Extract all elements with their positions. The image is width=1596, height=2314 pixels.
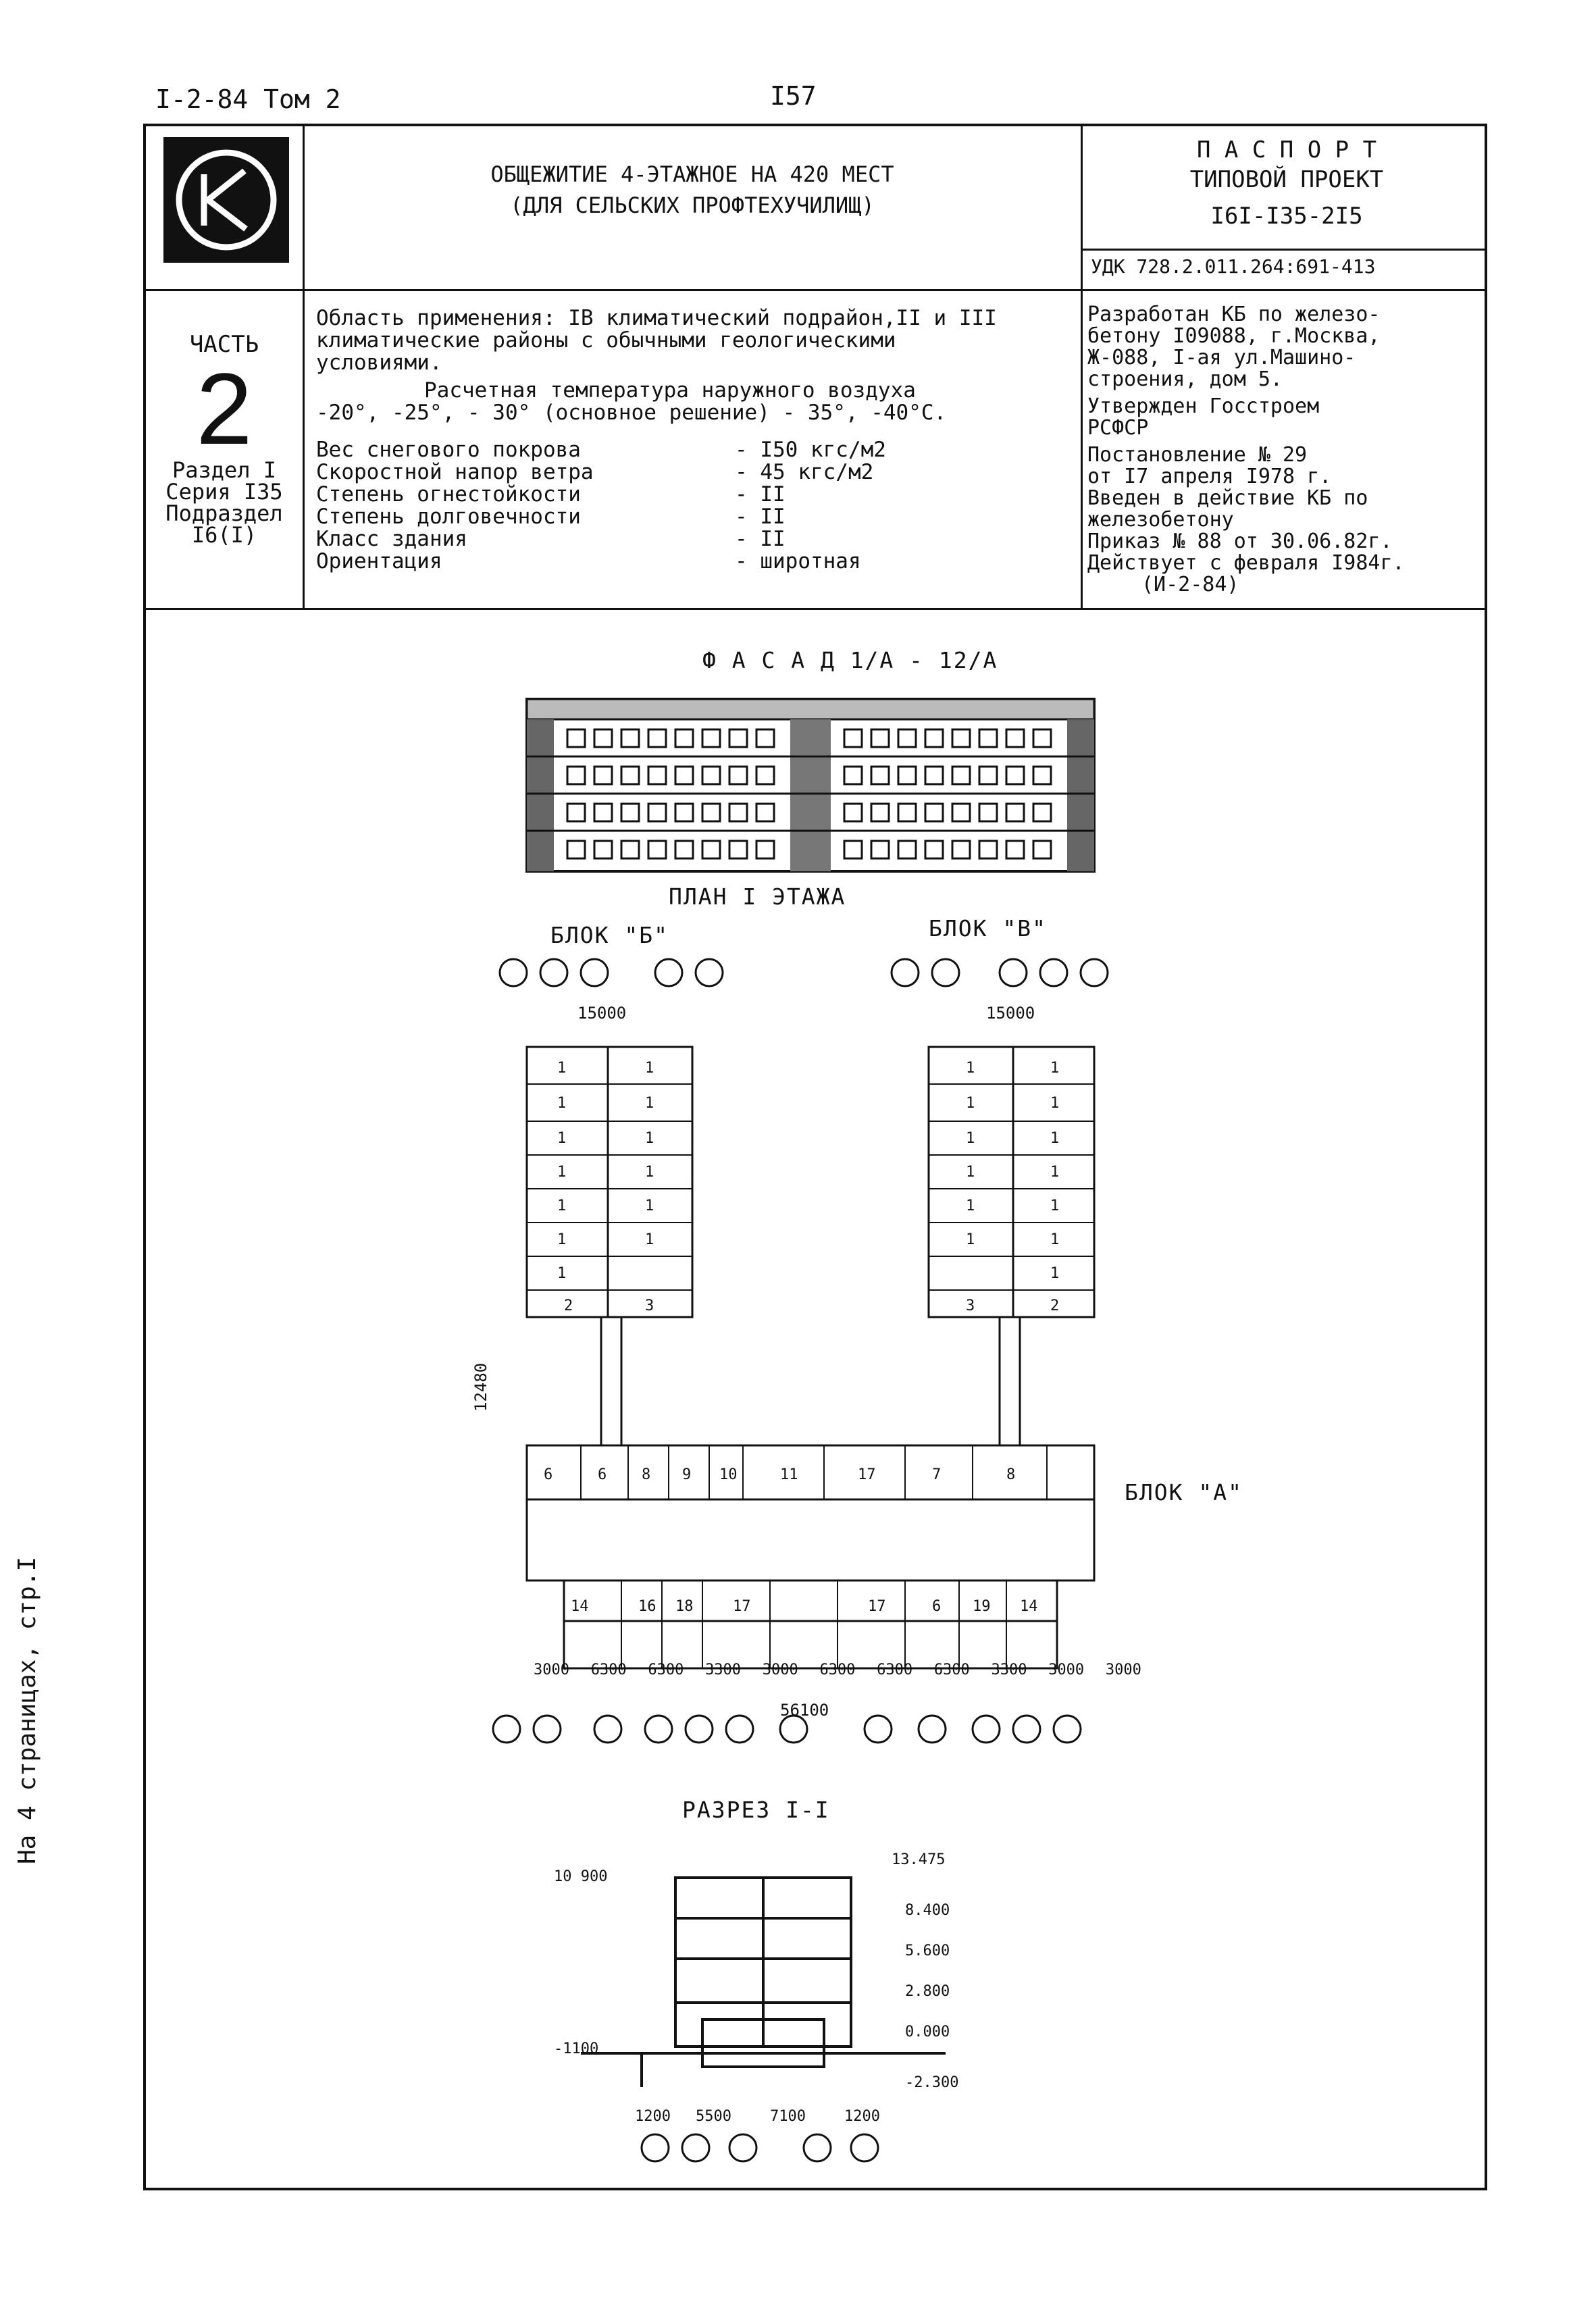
svg-text:1: 1 xyxy=(1050,1130,1059,1147)
svg-text:9: 9 xyxy=(682,1466,691,1483)
block-b-label: БЛОК "Б" xyxy=(550,922,669,948)
svg-text:1: 1 xyxy=(557,1060,566,1077)
svg-text:2: 2 xyxy=(564,1297,573,1314)
level-13475: 13.475 xyxy=(892,1851,945,1868)
doc-ref: I-2-84 Том 2 xyxy=(155,84,341,114)
udk-code: УДК 728.2.011.264:691-413 xyxy=(1091,255,1376,278)
svg-text:19: 19 xyxy=(973,1598,991,1615)
svg-text:11: 11 xyxy=(780,1466,798,1483)
temp-line-1: Расчетная температура наружного воздуха xyxy=(424,378,916,403)
svg-text:1: 1 xyxy=(645,1060,654,1077)
svg-text:1: 1 xyxy=(1050,1164,1059,1181)
plan-title: ПЛАН I ЭТАЖА xyxy=(669,883,846,910)
passport-subtitle: ТИПОВОЙ ПРОЕКТ xyxy=(1189,166,1384,193)
svg-text:1: 1 xyxy=(1050,1060,1059,1077)
svg-text:17: 17 xyxy=(733,1598,751,1615)
svg-text:3: 3 xyxy=(645,1297,654,1314)
svg-text:1: 1 xyxy=(645,1095,654,1112)
block-v-label: БЛОК "В" xyxy=(929,915,1047,942)
section-dim-4: 1200 xyxy=(844,2108,880,2125)
level-5600: 5.600 xyxy=(905,1943,950,1959)
application-line-3: условиями. xyxy=(316,351,442,375)
part-number: 2 xyxy=(196,352,253,465)
svg-text:8: 8 xyxy=(1006,1466,1015,1483)
section-dim-3: 7100 xyxy=(770,2108,806,2125)
svg-text:1: 1 xyxy=(557,1198,566,1214)
plan-dim-12480: 12480 xyxy=(471,1363,490,1412)
svg-text:1: 1 xyxy=(966,1231,975,1248)
developer-block: Разработан КБ по железо- бетону I09088, … xyxy=(1087,303,1405,596)
passport-title: П А С П О Р Т xyxy=(1196,136,1377,163)
block-a-label: БЛОК "А" xyxy=(1125,1479,1243,1506)
svg-text:2: 2 xyxy=(1050,1297,1059,1314)
svg-text:1: 1 xyxy=(557,1231,566,1248)
section-line-4: I6(I) xyxy=(191,522,257,548)
svg-text:1: 1 xyxy=(645,1231,654,1248)
level-minus-2300: -2.300 xyxy=(905,2074,958,2091)
level-minus-1100: -1100 xyxy=(554,2040,598,2057)
section-line-1: Раздел I xyxy=(172,457,277,483)
svg-text:6: 6 xyxy=(544,1466,552,1483)
level-10900: 10 900 xyxy=(554,1868,607,1885)
page-number: I57 xyxy=(770,81,817,111)
svg-text:1: 1 xyxy=(557,1130,566,1147)
section-dim-2: 5500 xyxy=(696,2108,731,2125)
application-line-2: климатические районы с обычными геологич… xyxy=(316,328,896,353)
svg-text:1: 1 xyxy=(1050,1265,1059,1282)
section-dim-1: 1200 xyxy=(635,2108,671,2125)
svg-text:1: 1 xyxy=(645,1164,654,1181)
svg-text:18: 18 xyxy=(675,1598,694,1615)
section-line-2: Серия I35 xyxy=(165,479,283,505)
svg-text:1: 1 xyxy=(966,1164,975,1181)
facade-title: Ф А С А Д 1/А - 12/А xyxy=(702,647,998,673)
svg-text:8: 8 xyxy=(642,1466,650,1483)
sk-logo xyxy=(163,137,289,263)
svg-text:17: 17 xyxy=(868,1598,886,1615)
svg-text:10: 10 xyxy=(719,1466,738,1483)
level-0000: 0.000 xyxy=(905,2024,950,2040)
plan-dim-15000-v: 15000 xyxy=(986,1004,1035,1023)
svg-text:7: 7 xyxy=(932,1466,941,1483)
plan-dim-15000-b: 15000 xyxy=(577,1004,626,1023)
section-title: РАЗРЕЗ I-I xyxy=(682,1797,830,1823)
svg-text:17: 17 xyxy=(858,1466,876,1483)
application-line-1: Область применения: IВ климатический под… xyxy=(316,306,997,330)
project-code: I6I-I35-2I5 xyxy=(1210,203,1363,230)
level-2800: 2.800 xyxy=(905,1983,950,2000)
section-drawing: 13.475 10 900 8.400 5.600 2.800 0.000 -1… xyxy=(540,1830,986,2171)
svg-text:1: 1 xyxy=(966,1198,975,1214)
building-title-line2: (ДЛЯ СЕЛЬСКИХ ПРОФТЕХУЧИЛИЩ) xyxy=(510,192,875,218)
temp-line-2: -20°, -25°, - 30° (основное решение) - 3… xyxy=(316,401,947,425)
svg-text:1: 1 xyxy=(557,1164,566,1181)
svg-text:6: 6 xyxy=(598,1466,607,1483)
params-table: Вес снегового покрова- I50 кгс/м2 Скорос… xyxy=(316,438,886,573)
svg-text:1: 1 xyxy=(966,1095,975,1112)
svg-text:1: 1 xyxy=(1050,1198,1059,1214)
svg-text:14: 14 xyxy=(1020,1598,1038,1615)
svg-text:1: 1 xyxy=(1050,1231,1059,1248)
svg-text:1: 1 xyxy=(966,1130,975,1147)
svg-text:16: 16 xyxy=(638,1598,657,1615)
building-title-line1: ОБЩЕЖИТИЕ 4-ЭТАЖНОЕ НА 420 МЕСТ xyxy=(490,161,894,187)
svg-text:1: 1 xyxy=(966,1060,975,1077)
svg-text:1: 1 xyxy=(645,1130,654,1147)
level-8400: 8.400 xyxy=(905,1902,950,1919)
svg-text:14: 14 xyxy=(571,1598,589,1615)
svg-text:1: 1 xyxy=(645,1198,654,1214)
sheet-frame xyxy=(143,124,1487,2190)
svg-text:1: 1 xyxy=(557,1095,566,1112)
svg-text:1: 1 xyxy=(557,1265,566,1282)
svg-text:1: 1 xyxy=(1050,1095,1059,1112)
section-line-3: Подраздел xyxy=(165,500,283,526)
bottom-dimension-strip: 3000 6300 6300 3300 3000 6300 6300 6300 … xyxy=(534,1662,1141,1678)
svg-text:6: 6 xyxy=(932,1598,941,1615)
svg-text:3: 3 xyxy=(966,1297,975,1314)
part-label: ЧАСТЬ xyxy=(189,331,259,358)
facade-drawing xyxy=(520,692,1101,877)
side-note: На 4 страницах, стр.I xyxy=(14,1556,41,1864)
